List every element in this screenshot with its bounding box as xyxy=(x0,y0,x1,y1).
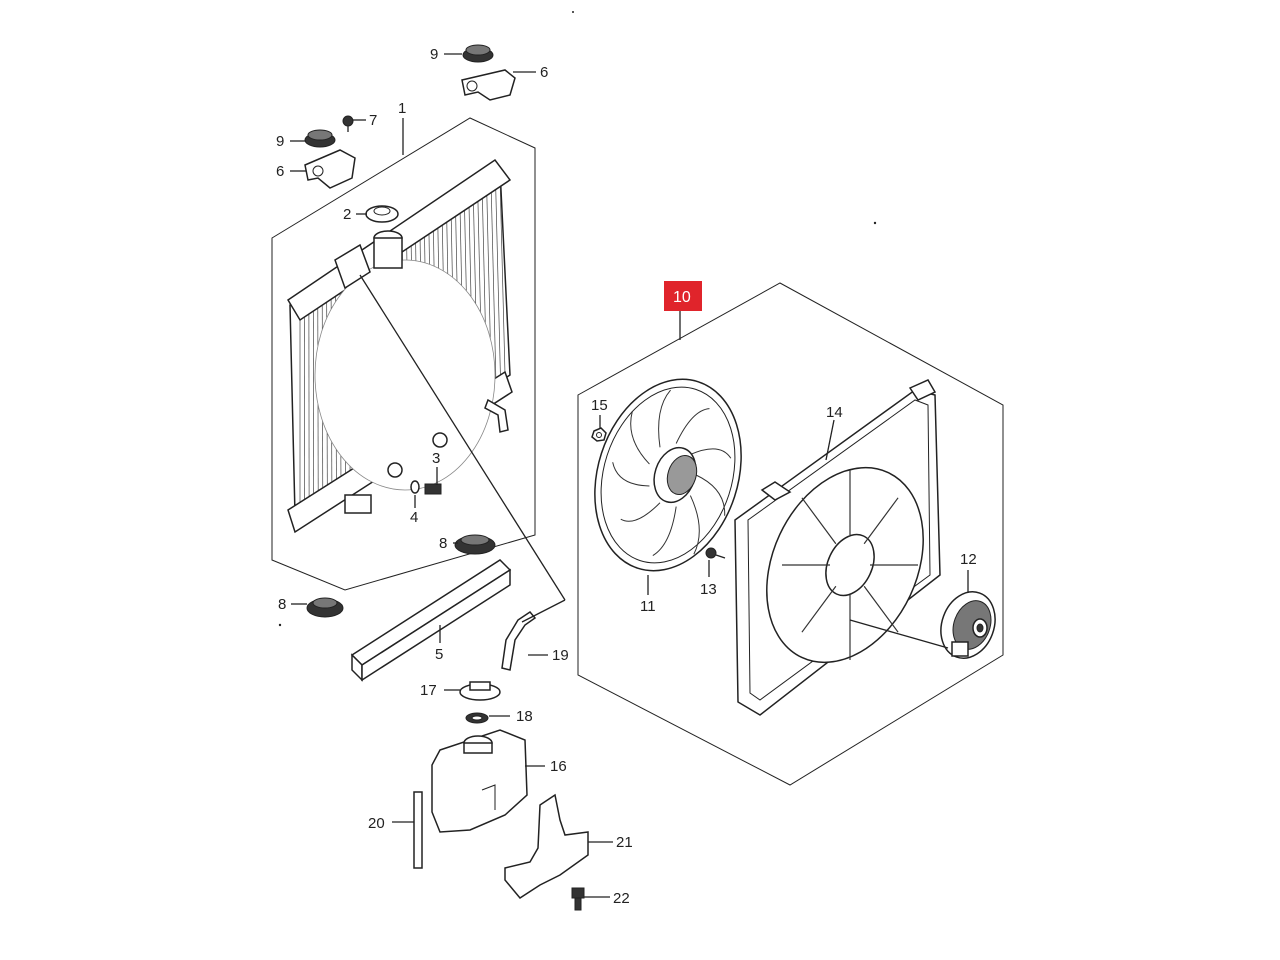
label-4: 4 xyxy=(410,509,418,526)
bracket-icon-top xyxy=(461,69,516,101)
label-14: 14 xyxy=(826,404,843,421)
radiator xyxy=(286,158,513,534)
mount-icon-lower xyxy=(306,597,344,618)
label-11: 11 xyxy=(640,598,656,615)
label-1: 1 xyxy=(398,100,406,117)
label-8-lower: 8 xyxy=(278,596,286,613)
leader-lines xyxy=(290,53,969,898)
fan-assembly-frame xyxy=(577,282,1004,786)
reservoir-cap-icon xyxy=(459,681,501,701)
label-18: 18 xyxy=(516,708,533,725)
radiator-cap-icon xyxy=(365,205,399,223)
mount-icon-upper xyxy=(454,534,496,555)
label-10: 10 xyxy=(673,289,691,306)
cooling-fan xyxy=(594,378,742,572)
reservoir-bracket xyxy=(504,793,589,899)
overflow-tube xyxy=(413,791,423,869)
grommet-icon-top xyxy=(462,44,494,63)
part-labels: 9 6 1 7 9 6 2 3 4 8 8 5 19 17 18 16 20 2… xyxy=(276,46,977,907)
label-6-mid: 6 xyxy=(276,163,284,180)
label-17: 17 xyxy=(420,682,437,699)
label-20: 20 xyxy=(368,815,385,832)
label-2: 2 xyxy=(343,206,351,223)
overflow-hose xyxy=(501,611,537,671)
label-15: 15 xyxy=(591,397,608,414)
label-3: 3 xyxy=(432,450,440,467)
reservoir-tank xyxy=(431,729,528,833)
label-16: 16 xyxy=(550,758,567,775)
seal-strip xyxy=(350,559,512,682)
label-13: 13 xyxy=(700,581,717,598)
bracket-bolt-icon xyxy=(571,887,585,911)
label-7: 7 xyxy=(369,112,377,129)
gasket-icon xyxy=(465,712,489,724)
label-21: 21 xyxy=(616,834,633,851)
fan-nut-icon xyxy=(591,427,607,442)
highlight-badge-10 xyxy=(664,281,702,311)
o-ring-icon xyxy=(410,480,420,494)
label-22: 22 xyxy=(613,890,630,907)
label-8-upper: 8 xyxy=(439,535,447,552)
bracket-icon-mid xyxy=(304,149,356,189)
bolt-icon xyxy=(342,115,354,132)
label-19: 19 xyxy=(552,647,569,664)
shroud-bolt-icon xyxy=(705,547,726,559)
label-9-top: 9 xyxy=(430,46,438,63)
fan-shroud xyxy=(734,379,941,716)
fan-motor xyxy=(940,591,996,659)
label-6-top: 6 xyxy=(540,64,548,81)
drain-plug-icon xyxy=(424,483,442,495)
radiator-group-frame xyxy=(271,117,536,591)
label-12: 12 xyxy=(960,551,977,568)
grommet-icon-mid xyxy=(304,129,336,148)
label-5: 5 xyxy=(435,646,443,663)
label-9-mid: 9 xyxy=(276,133,284,150)
